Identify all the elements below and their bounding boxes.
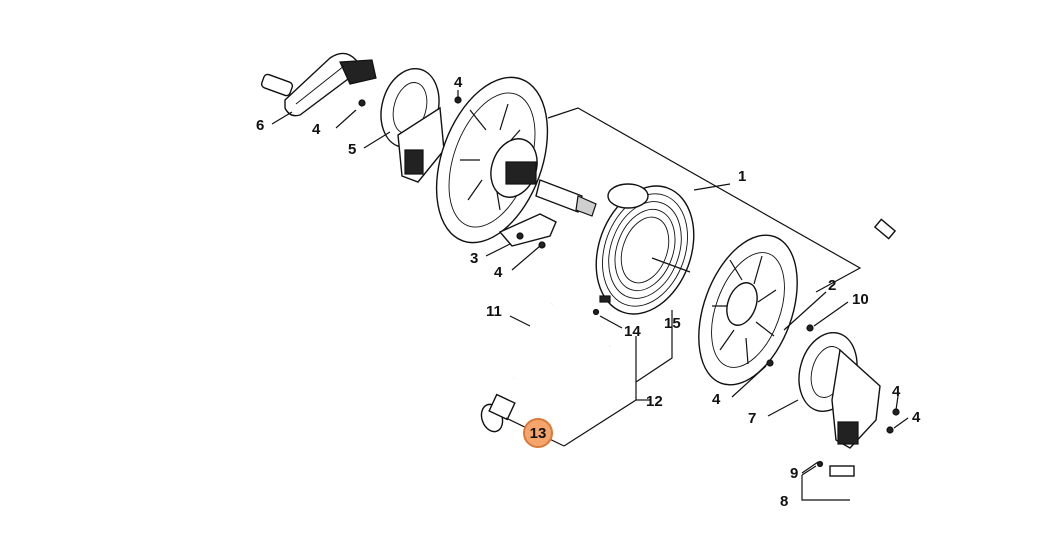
label-14: 14 — [624, 323, 641, 340]
label-12: 12 — [646, 393, 663, 410]
label-15: 15 — [664, 315, 681, 332]
label-4a: 4 — [312, 121, 321, 138]
label-7: 7 — [748, 410, 756, 427]
label-5: 5 — [348, 141, 356, 158]
label-4c: 4 — [494, 264, 503, 281]
crank-handle-part[interactable] — [260, 52, 377, 117]
coupling-part-13[interactable] — [478, 393, 516, 435]
screws — [358, 96, 900, 468]
bracket-plate-part-3[interactable] — [498, 213, 557, 247]
axle-shaft[interactable] — [535, 179, 597, 217]
label-13: 13 — [530, 425, 547, 442]
label-10: 10 — [852, 291, 869, 308]
label-4f: 4 — [912, 409, 921, 426]
label-9: 9 — [790, 465, 798, 482]
connecting-hose-part-11[interactable] — [504, 301, 613, 405]
bracket-part-7[interactable] — [791, 326, 881, 449]
bracket-part-5[interactable] — [373, 62, 448, 183]
label-1: 1 — [738, 168, 746, 185]
leader-lines — [271, 90, 909, 501]
supply-hose-part-8[interactable] — [829, 218, 937, 481]
label-3: 3 — [470, 250, 478, 267]
highlight-circle — [523, 418, 553, 448]
hose-drum[interactable] — [579, 172, 711, 328]
label-4b: 4 — [454, 74, 463, 91]
label-2: 2 — [828, 277, 836, 294]
label-4d: 4 — [712, 391, 721, 408]
label-13-highlight[interactable]: 13 — [523, 418, 553, 448]
label-8: 8 — [780, 493, 788, 510]
label-6: 6 — [256, 117, 264, 134]
label-4e: 4 — [892, 383, 901, 400]
right-reel-flange[interactable] — [680, 222, 816, 399]
label-11: 11 — [486, 303, 502, 320]
position-labels: 1 2 3 4 4 4 4 4 4 4 5 6 7 8 9 10 11 12 1… — [256, 74, 921, 510]
left-reel-flange[interactable] — [416, 62, 569, 258]
